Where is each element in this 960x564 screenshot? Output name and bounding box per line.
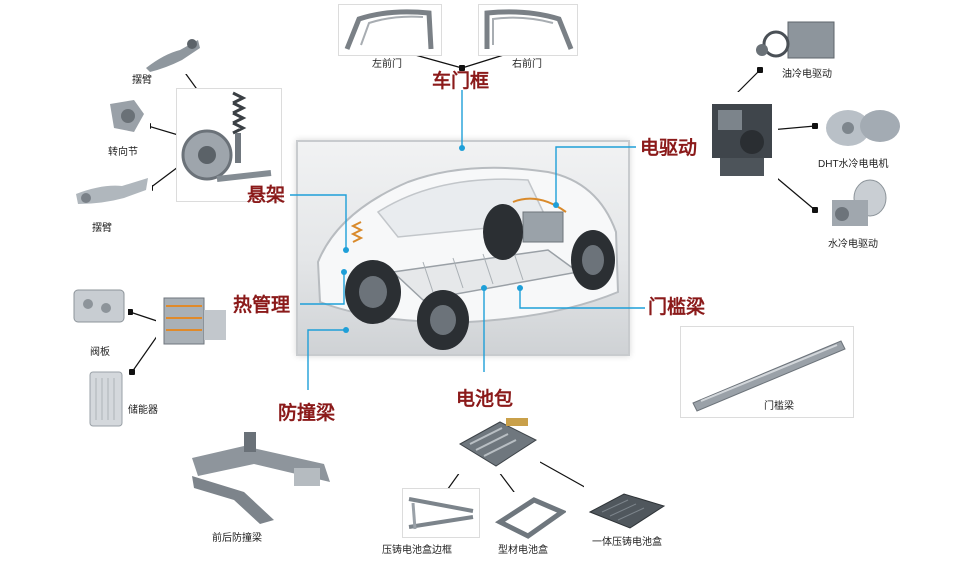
category-sill-beam: 门槛梁 bbox=[648, 296, 706, 318]
sill-beam-label: 门槛梁 bbox=[764, 401, 794, 412]
category-bumper-beam: 防撞梁 bbox=[278, 402, 336, 424]
die-cast-frame-label: 压铸电池盒边框 bbox=[382, 545, 452, 556]
swing-arm-bottom-label: 摆臂 bbox=[92, 223, 112, 234]
connector-dot bbox=[127, 309, 133, 315]
left-door-image bbox=[338, 4, 442, 56]
battery-pack-image bbox=[454, 414, 540, 474]
connector-dot bbox=[129, 369, 135, 375]
left-door-label: 左前门 bbox=[372, 59, 402, 70]
bumper-beam-label: 前后防撞梁 bbox=[212, 533, 262, 544]
accumulator-image bbox=[86, 368, 126, 430]
connector-dot bbox=[757, 67, 763, 73]
knuckle-label: 转向节 bbox=[108, 147, 138, 158]
water-cooled-drive-image bbox=[818, 176, 894, 234]
category-suspension: 悬架 bbox=[247, 184, 286, 206]
dht-motor-image bbox=[818, 98, 908, 152]
integrated-box-image bbox=[584, 484, 670, 536]
car-chassis-image bbox=[296, 140, 630, 356]
sill-beam-image bbox=[680, 326, 854, 418]
category-door-frame: 车门框 bbox=[432, 70, 490, 92]
category-battery-pack: 电池包 bbox=[456, 388, 514, 410]
bumper-beam-image bbox=[184, 424, 340, 528]
car-illustration bbox=[316, 166, 620, 350]
oil-cooled-drive-image bbox=[752, 14, 846, 66]
oil-cooled-drive-label: 油冷电驱动 bbox=[782, 69, 832, 80]
connector-dot bbox=[812, 207, 818, 213]
accumulator-label: 储能器 bbox=[128, 405, 158, 416]
profile-box-label: 型材电池盒 bbox=[498, 545, 548, 556]
right-door-label: 右前门 bbox=[512, 59, 542, 70]
thermal-module-image bbox=[156, 290, 232, 352]
category-thermal: 热管理 bbox=[233, 294, 291, 316]
category-e-drive: 电驱动 bbox=[640, 137, 698, 159]
knuckle-image bbox=[104, 96, 150, 136]
right-door-image bbox=[478, 4, 578, 56]
swing-arm-top-image bbox=[140, 34, 204, 74]
integrated-box-label: 一体压铸电池盒 bbox=[592, 537, 662, 548]
dht-motor-label: DHT水冷电电机 bbox=[818, 159, 889, 170]
die-cast-frame-image bbox=[402, 488, 480, 538]
connector-dot bbox=[812, 123, 818, 129]
water-cooled-drive-label: 水冷电驱动 bbox=[828, 239, 878, 250]
valve-plate-image bbox=[70, 284, 128, 328]
connector-dot bbox=[459, 65, 465, 71]
valve-plate-label: 阀板 bbox=[90, 347, 110, 358]
profile-box-image bbox=[494, 492, 568, 540]
swing-arm-bottom-image bbox=[72, 164, 152, 212]
swing-arm-top-label: 摆臂 bbox=[132, 75, 152, 86]
suspension-assembly-image bbox=[176, 88, 282, 202]
e-drive-main-image bbox=[706, 92, 778, 182]
